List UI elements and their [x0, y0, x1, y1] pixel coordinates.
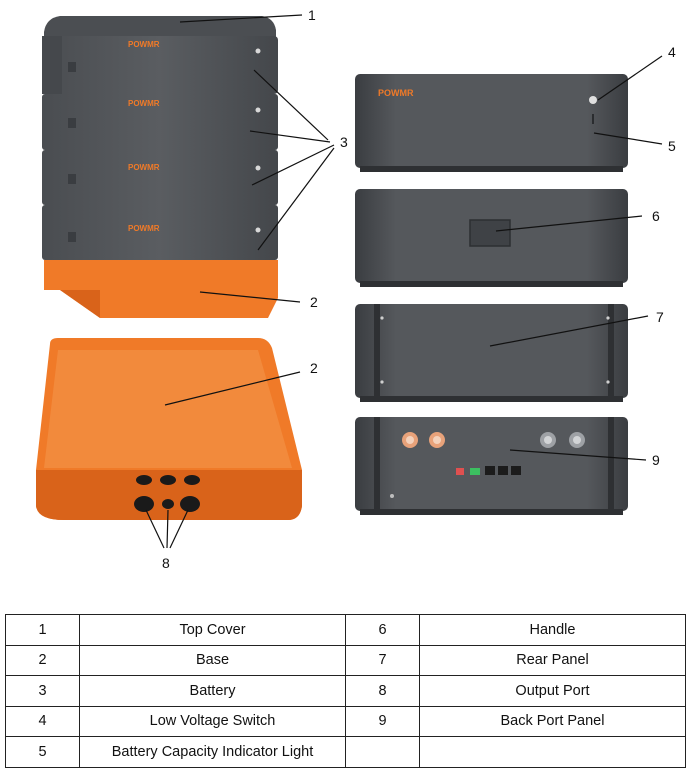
part-number: 9	[345, 705, 420, 737]
callout-8: 8	[162, 555, 170, 571]
rear-view	[355, 304, 628, 402]
callout-5: 5	[668, 138, 676, 154]
leader-lines	[145, 14, 663, 549]
base-tray	[36, 338, 302, 520]
part-number: 5	[5, 736, 80, 768]
part-name: Rear Panel	[419, 644, 686, 676]
part-name: Output Port	[419, 675, 686, 707]
part-number: 4	[5, 705, 80, 737]
part-number: 6	[345, 614, 420, 646]
back-port-view	[355, 417, 628, 515]
part-number	[345, 736, 420, 768]
part-name: Top Cover	[79, 614, 346, 646]
parts-legend-table: 1 Top Cover 6 Handle 2 Base 7 Rear Panel…	[5, 614, 686, 768]
brand-logo: POWMR	[128, 40, 160, 49]
part-number: 8	[345, 675, 420, 707]
part-name: Low Voltage Switch	[79, 705, 346, 737]
part-name: Battery Capacity Indicator Light	[79, 736, 346, 768]
callout-3: 3	[340, 134, 348, 150]
brand-logo: POWMR	[128, 224, 160, 233]
table-row: 3 Battery 8 Output Port	[5, 675, 686, 707]
part-name: Base	[79, 644, 346, 676]
part-name: Back Port Panel	[419, 705, 686, 737]
callout-2: 2	[310, 294, 318, 310]
battery-module: POWMR	[42, 94, 278, 150]
table-row: 2 Base 7 Rear Panel	[5, 644, 686, 676]
callout-4: 4	[668, 44, 676, 60]
part-name	[419, 736, 686, 768]
part-name: Handle	[419, 614, 686, 646]
side-view	[355, 189, 628, 287]
battery-stack: POWMR POWMR POWMR POWMR	[42, 16, 278, 318]
brand-logo: POWMR	[128, 163, 160, 172]
battery-module: POWMR	[42, 150, 278, 205]
base-stand	[44, 260, 278, 318]
top-cover	[44, 16, 276, 40]
battery-module: POWMR	[42, 205, 278, 260]
front-view: POWMR	[355, 74, 628, 172]
table-row: 4 Low Voltage Switch 9 Back Port Panel	[5, 705, 686, 737]
callout-7: 7	[656, 309, 664, 325]
table-row: 1 Top Cover 6 Handle	[5, 614, 686, 646]
positive-terminals	[402, 432, 445, 448]
part-name: Battery	[79, 675, 346, 707]
callout-6: 6	[652, 208, 660, 224]
table-row: 5 Battery Capacity Indicator Light	[5, 736, 686, 768]
battery-module: POWMR	[42, 36, 278, 94]
part-number: 1	[5, 614, 80, 646]
brand-logo: POWMR	[128, 99, 160, 108]
part-number: 7	[345, 644, 420, 676]
callout-9: 9	[652, 452, 660, 468]
part-number: 2	[5, 644, 80, 676]
part-number: 3	[5, 675, 80, 707]
callout-1: 1	[308, 7, 316, 23]
negative-terminals	[540, 432, 585, 448]
callout-2-tray: 2	[310, 360, 318, 376]
brand-logo: POWMR	[378, 88, 414, 98]
product-diagram: POWMR POWMR POWMR POWMR	[36, 7, 676, 571]
